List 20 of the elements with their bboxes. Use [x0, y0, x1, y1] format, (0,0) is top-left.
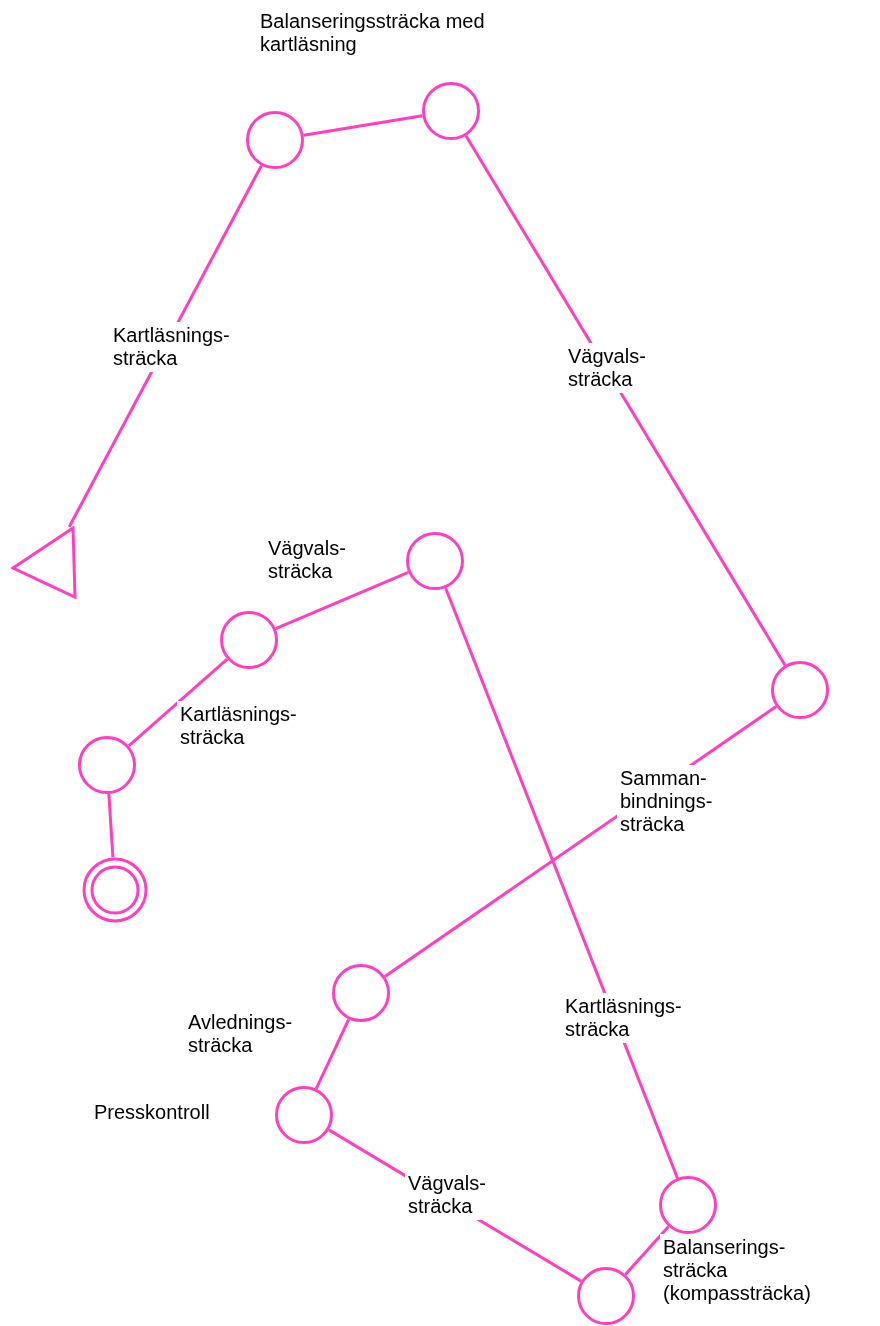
- course-leg: [303, 114, 423, 137]
- course-leg: [127, 658, 229, 747]
- course-leg: [444, 587, 679, 1179]
- control-circle: [78, 736, 136, 794]
- course-leg: [464, 135, 787, 666]
- control-circle: [220, 611, 278, 669]
- control-circle: [332, 964, 390, 1022]
- course-leg: [624, 1225, 670, 1276]
- finish-circle: [82, 857, 148, 923]
- course-leg: [314, 1018, 351, 1090]
- course-leg: [107, 793, 115, 858]
- control-circle: [406, 532, 464, 590]
- control-circle: [275, 1086, 333, 1144]
- control-circle: [577, 1267, 635, 1325]
- control-circle: [659, 1176, 717, 1234]
- control-circle: [246, 111, 304, 169]
- control-circle: [422, 82, 480, 140]
- start-triangle: [11, 526, 77, 600]
- control-circle: [771, 661, 829, 719]
- course-leg: [275, 570, 409, 631]
